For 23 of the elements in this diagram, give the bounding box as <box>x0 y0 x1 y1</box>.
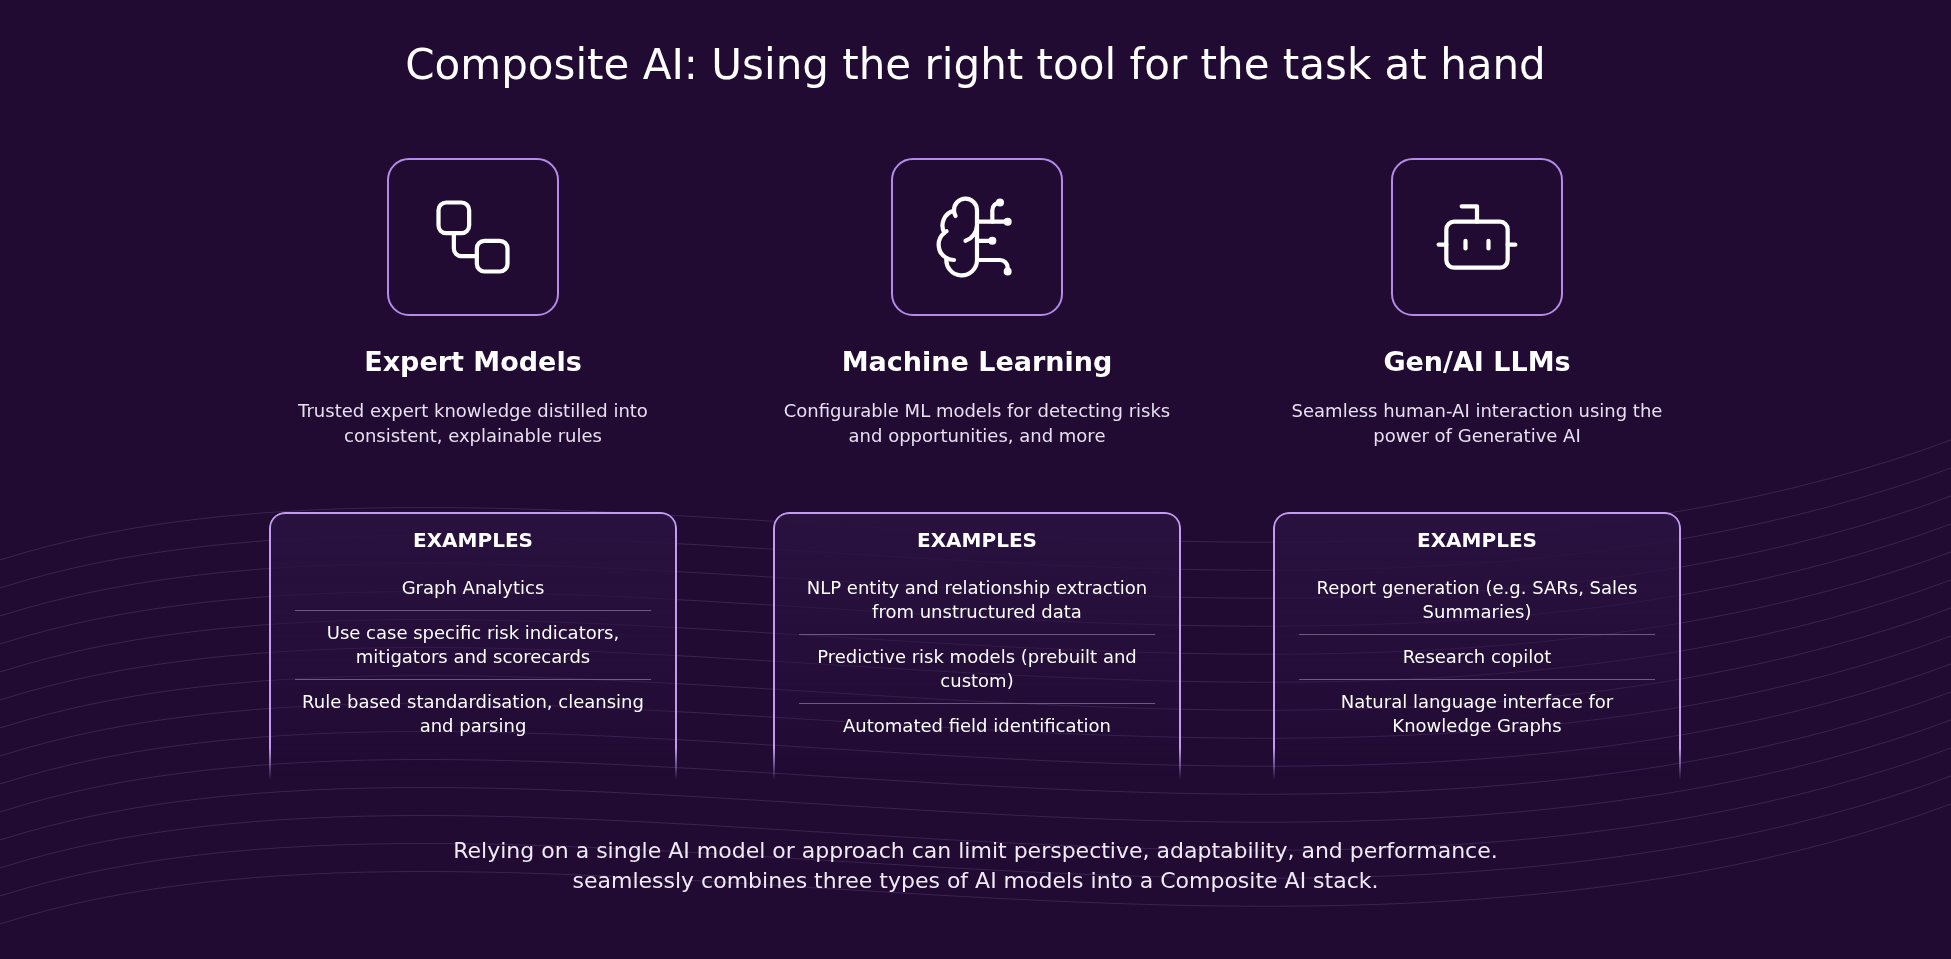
example-item: Research copilot <box>1299 634 1655 679</box>
panel-heading: EXAMPLES <box>917 528 1037 552</box>
column-description: Seamless human-AI interaction using the power of Generative AI <box>1290 399 1664 448</box>
column-heading: Expert Models <box>364 346 582 377</box>
caption: Relying on a single AI model or approach can limit perspective, adaptability, and performance. seamlessly combines three types of AI models into a Composite AI stack. <box>452 837 1499 895</box>
examples-panel <box>773 512 1181 780</box>
column-heading: Machine Learning <box>841 346 1113 377</box>
examples-panel <box>1273 512 1681 780</box>
example-item: Natural language interface for Knowledge Graphs <box>1299 679 1655 748</box>
title: Composite AI: Using the right tool for the task at hand <box>405 40 1546 89</box>
examples-panel <box>269 512 677 780</box>
example-item: Graph Analytics <box>400 576 546 600</box>
panel-heading: EXAMPLES <box>413 528 533 552</box>
example-item: Report generation (e.g. SARs, Sales Summaries) <box>1315 576 1639 624</box>
column-description: Trusted expert knowledge distilled into consistent, explainable rules <box>297 399 649 448</box>
example-item: Rule based standardisation, cleansing and parsing <box>295 679 651 748</box>
example-item: Use case specific risk indicators, mitigators and scorecards <box>295 610 651 679</box>
column-description: Configurable ML models for detecting risks and opportunities, and more <box>782 399 1172 448</box>
column-heading: Gen/AI LLMs <box>1383 346 1571 377</box>
example-item: Predictive risk models (prebuilt and custom) <box>799 634 1155 703</box>
example-item: Automated field identification <box>799 703 1155 748</box>
panel-heading: EXAMPLES <box>1417 528 1537 552</box>
example-item: NLP entity and relationship extraction from unstructured data <box>805 576 1149 624</box>
